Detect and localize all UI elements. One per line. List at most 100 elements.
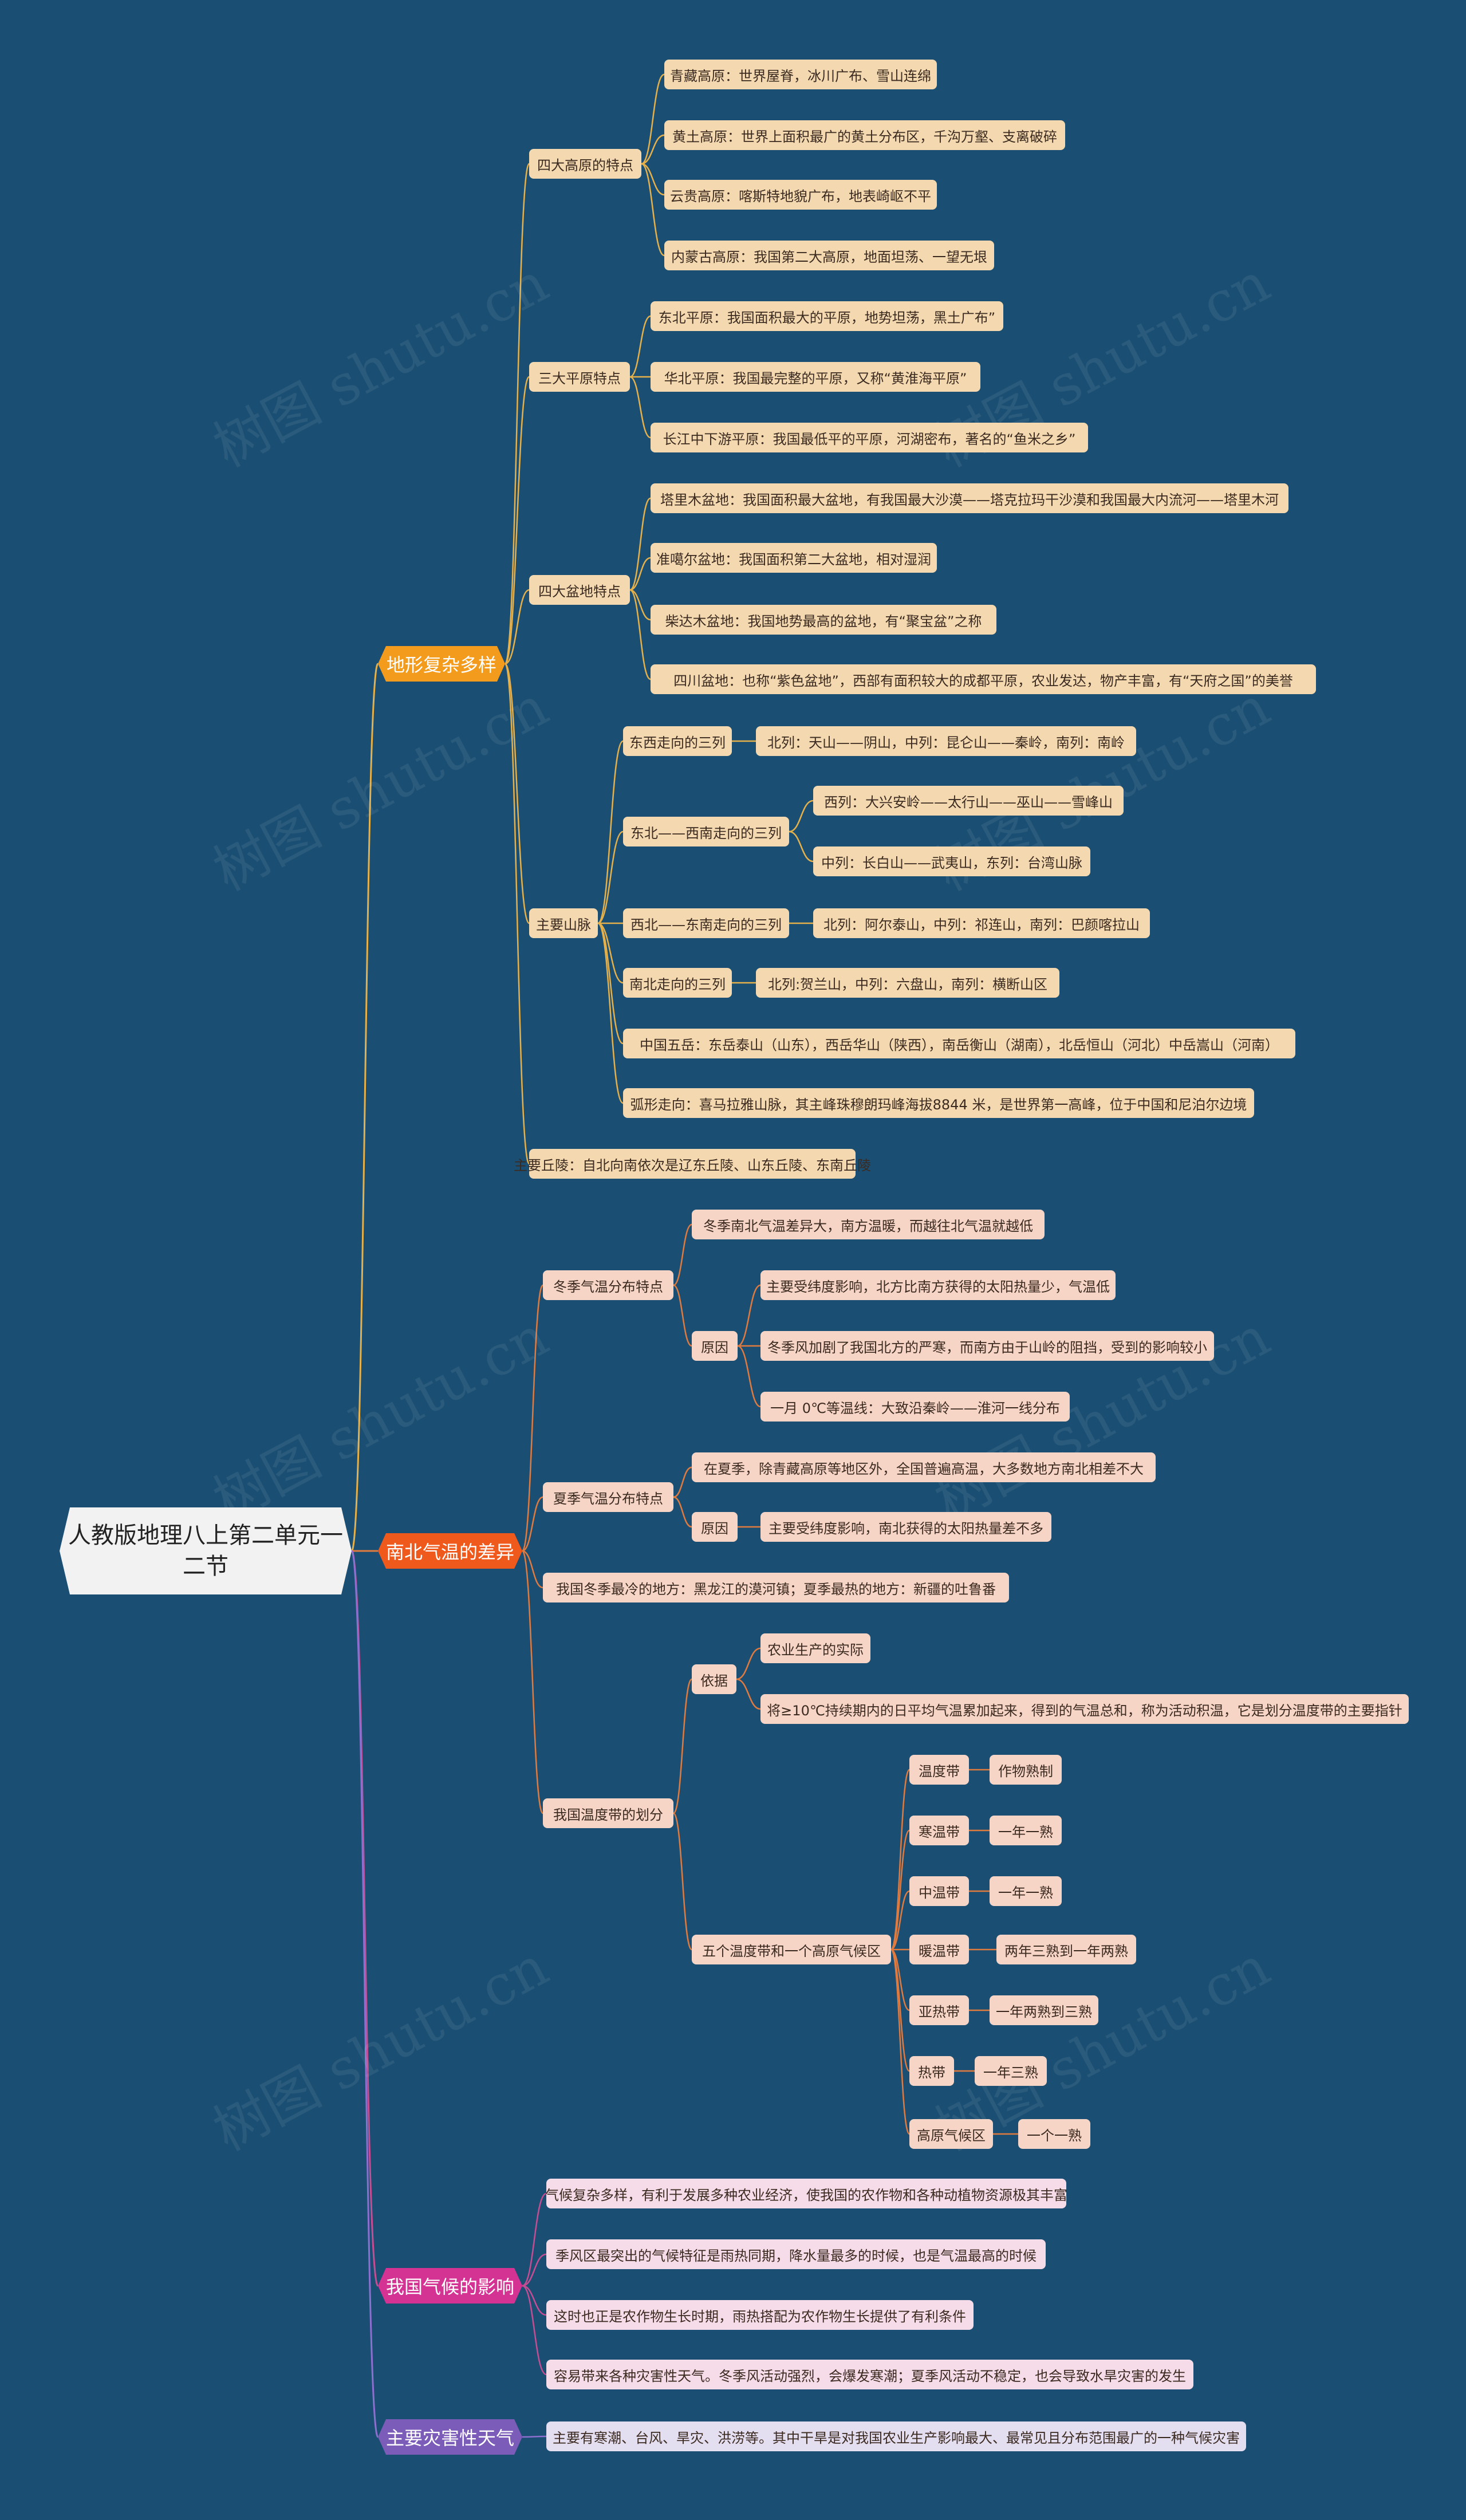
connector-line — [641, 134, 665, 165]
mindmap-node-depth4[interactable]: 寒温带 — [909, 1816, 969, 1845]
mindmap-node-depth3[interactable]: 南北走向的三列 — [623, 968, 732, 998]
mindmap-node-depth4[interactable]: 温度带 — [909, 1755, 969, 1785]
mindmap-node-depth4[interactable]: 西列：大兴安岭——太行山——巫山——雪峰山 — [813, 786, 1124, 816]
mindmap-node-depth2[interactable]: 季风区最突出的气候特征是雨热同期，降水量最多的时候，也是气温最高的时候 — [546, 2239, 1046, 2269]
connector-line — [504, 663, 530, 1165]
root-topic[interactable]: 人教版地理八上第二单元一二节 — [60, 1507, 352, 1594]
mindmap-node-depth5[interactable]: 两年三熟到一年两熟 — [996, 1935, 1136, 1964]
mindmap-node-depth5[interactable]: 一个一熟 — [1018, 2119, 1090, 2149]
mindmap-node-depth4[interactable]: 冬季风加剧了我国北方的严寒，而南方由于山岭的阻挡，受到的影响较小 — [760, 1331, 1214, 1361]
mindmap-node-depth3[interactable]: 东北——西南走向的三列 — [623, 817, 789, 846]
mindmap-node-depth2[interactable]: 主要有寒潮、台风、旱灾、洪涝等。其中干旱是对我国农业生产影响最大、最常见且分布范… — [546, 2421, 1246, 2451]
mindmap-node-depth5[interactable]: 一年三熟 — [975, 2056, 1047, 2086]
connector-line — [673, 1284, 692, 1347]
mindmap-node-depth3[interactable]: 内蒙古高原：我国第二大高原，地面坦荡、一望无垠 — [664, 241, 994, 270]
connector-line — [890, 1829, 911, 1951]
mindmap-node-depth4[interactable]: 北列：阿尔泰山，中列：祁连山，南列：巴颜喀拉山 — [813, 908, 1150, 938]
mindmap-node-depth4[interactable]: 农业生产的实际 — [760, 1633, 870, 1663]
mindmap-node-depth5[interactable]: 一年两熟到三熟 — [990, 1995, 1098, 2025]
mindmap-node-depth3[interactable]: 东北平原：我国面积最大的平原，地势坦荡，黑土广布” — [651, 301, 1003, 331]
connector-line — [522, 1550, 543, 1589]
mindmap-node-depth3[interactable]: 云贵高原：喀斯特地貌广布，地表崎岖不平 — [664, 180, 937, 210]
mindmap-node-depth3[interactable]: 准噶尔盆地：我国面积第二大盆地，相对湿润 — [651, 543, 937, 573]
connector-line — [673, 1223, 692, 1286]
mindmap-node-depth2[interactable]: 气候复杂多样，有利于发展多种农业经济，使我国的农作物和各种动植物资源极其丰富 — [545, 2179, 1067, 2208]
mindmap-node-depth4[interactable]: 北列：天山——阴山，中列：昆仑山——秦岭，南列：南岭 — [756, 726, 1136, 756]
mindmap-node-depth2[interactable]: 四大盆地特点 — [529, 575, 630, 605]
connector-line — [522, 1496, 543, 1552]
mindmap-node-depth3[interactable]: 柴达木盆地：我国地势最高的盆地，有“聚宝盆”之称 — [651, 605, 996, 635]
branch-topic[interactable]: 我国气候的影响 — [378, 2268, 522, 2304]
mindmap-node-depth5[interactable]: 一年一熟 — [990, 1876, 1062, 1906]
mindmap-node-depth3[interactable]: 东西走向的三列 — [623, 726, 732, 756]
mindmap-node-depth3[interactable]: 西北——东南走向的三列 — [623, 908, 789, 938]
mindmap-node-depth2[interactable]: 四大高原的特点 — [529, 149, 641, 179]
connector-line — [629, 376, 651, 439]
mindmap-node-depth2[interactable]: 我国冬季最冷的地方：黑龙江的漠河镇；夏季最热的地方：新疆的吐鲁番 — [543, 1573, 1009, 1602]
connector-line — [505, 589, 530, 665]
connector-line — [522, 2435, 547, 2438]
mindmap-node-depth2[interactable]: 主要山脉 — [529, 908, 598, 938]
mindmap-node-depth3[interactable]: 青藏高原：世界屋脊，冰川广布、雪山连绵 — [664, 60, 937, 89]
mindmap-node-depth3[interactable]: 依据 — [692, 1664, 736, 1694]
connector-line — [350, 1550, 379, 2438]
mindmap-node-depth5[interactable]: 一年一熟 — [990, 1816, 1062, 1845]
mindmap-node-depth4[interactable]: 主要受纬度影响，南北获得的太阳热量差不多 — [760, 1512, 1051, 1542]
connector-line — [673, 1496, 692, 1528]
connector-line — [597, 830, 624, 924]
mindmap-node-depth4[interactable]: 亚热带 — [909, 1995, 969, 2025]
mindmap-node-depth5[interactable]: 作物熟制 — [990, 1755, 1062, 1785]
mindmap-node-depth4[interactable]: 将≥10℃持续期内的日平均气温累加起来，得到的气温总和，称为活动积温，它是划分温… — [760, 1694, 1409, 1724]
mindmap-node-depth3[interactable]: 长江中下游平原：我国最低平的平原，河湖密布，著名的“鱼米之乡” — [651, 423, 1088, 452]
mindmap-node-depth4[interactable]: 暖温带 — [909, 1935, 969, 1964]
connector-line — [736, 1678, 761, 1710]
mindmap-node-depth3[interactable]: 中国五岳：东岳泰山（山东），西岳华山（陕西），南岳衡山（湖南），北岳恒山（河北）… — [623, 1029, 1295, 1058]
connector-line — [350, 1550, 379, 2287]
mindmap-node-depth2[interactable]: 容易带来各种灾害性天气。冬季风活动强烈，会爆发寒潮；夏季风活动不稳定，也会导致水… — [546, 2360, 1193, 2389]
mindmap-node-depth4[interactable]: 一月 0℃等温线：大致沿秦岭——淮河一线分布 — [760, 1392, 1070, 1422]
mindmap-node-depth3[interactable]: 五个温度带和一个高原气候区 — [692, 1935, 891, 1964]
mindmap-node-depth2[interactable]: 冬季气温分布特点 — [543, 1270, 673, 1300]
connector-line — [522, 2285, 547, 2316]
connector-line — [597, 922, 624, 1104]
mindmap-node-depth2[interactable]: 这时也正是农作物生长时期，雨热搭配为农作物生长提供了有利条件 — [546, 2300, 974, 2330]
mindmap-node-depth3[interactable]: 原因 — [692, 1331, 738, 1361]
mindmap-node-depth3[interactable]: 华北平原：我国最完整的平原，又称“黄淮海平原” — [651, 362, 980, 392]
branch-topic[interactable]: 主要灾害性天气 — [378, 2419, 522, 2455]
connector-line — [597, 740, 624, 924]
connector-line — [789, 830, 814, 863]
mindmap-node-depth3[interactable]: 冬季南北气温差异大，南方温暖，而越往北气温就越低 — [692, 1210, 1045, 1239]
connector-line — [521, 1550, 544, 1814]
mindmap-node-depth2[interactable]: 我国温度带的划分 — [543, 1798, 673, 1828]
connector-line — [597, 922, 624, 1045]
connector-line — [522, 2192, 547, 2287]
mindmap-node-depth3[interactable]: 塔里木盆地：我国面积最大盆地，有我国最大沙漠——塔克拉玛干沙漠和我国最大内流河—… — [651, 483, 1288, 513]
connector-line — [789, 800, 814, 833]
mindmap-node-depth3[interactable]: 四川盆地：也称“紫色盆地”，西部有面积较大的成都平原，农业发达，物产丰富，有“天… — [651, 664, 1316, 694]
branch-topic[interactable]: 地形复杂多样 — [378, 646, 505, 682]
connector-line — [504, 163, 530, 665]
mindmap-node-depth4[interactable]: 热带 — [909, 2056, 954, 2086]
mindmap-node-depth4[interactable]: 高原气候区 — [909, 2119, 993, 2149]
connector-line — [629, 589, 651, 621]
mindmap-node-depth4[interactable]: 北列:贺兰山，中列：六盘山，南列：横断山区 — [756, 968, 1059, 998]
mindmap-node-depth2[interactable]: 夏季气温分布特点 — [543, 1482, 673, 1512]
connector-line — [350, 663, 379, 1552]
mindmap-node-depth4[interactable]: 主要受纬度影响，北方比南方获得的太阳热量少，气温低 — [760, 1270, 1116, 1300]
mindmap-node-depth3[interactable]: 在夏季，除青藏高原等地区外，全国普遍高温，大多数地方南北相差不大 — [692, 1452, 1156, 1482]
mindmap-node-depth3[interactable]: 弧形走向：喜马拉雅山脉，其主峰珠穆朗玛峰海拔8844 米，是世界第一高峰，位于中… — [623, 1088, 1254, 1118]
connector-line — [890, 1890, 910, 1951]
connector-line — [890, 1948, 911, 2135]
mindmap-node-depth3[interactable]: 黄土高原：世界上面积最广的黄土分布区，千沟万壑、支离破碎 — [664, 120, 1065, 150]
connector-line — [504, 663, 530, 924]
mindmap-node-depth3[interactable]: 原因 — [692, 1512, 738, 1542]
mindmap-node-depth4[interactable]: 中列：长白山——武夷山，东列：台湾山脉 — [813, 846, 1090, 876]
mindmap-node-depth4[interactable]: 中温带 — [909, 1876, 969, 1906]
connector-line — [672, 1678, 693, 1814]
connector-line — [641, 73, 665, 165]
mindmap-node-depth2[interactable]: 主要丘陵：自北向南依次是辽东丘陵、山东丘陵、东南丘陵 — [514, 1149, 871, 1179]
connector-line — [629, 589, 651, 680]
branch-topic[interactable]: 南北气温的差异 — [378, 1533, 522, 1569]
mindmap-node-depth2[interactable]: 三大平原特点 — [529, 362, 630, 392]
